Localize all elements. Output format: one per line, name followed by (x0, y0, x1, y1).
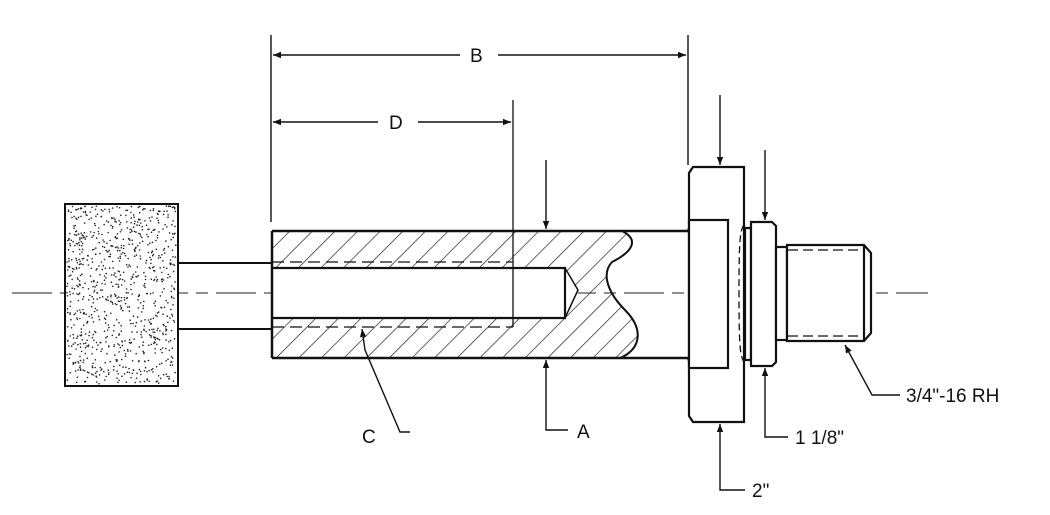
label-flange-diameter: 2" (752, 481, 769, 502)
label-a: A (577, 422, 590, 443)
grinding-wheel (64, 203, 179, 387)
threaded-end (774, 243, 873, 343)
dimension-collar-arrow-bottom (761, 368, 788, 438)
dimension-a-arrow-bottom (542, 360, 568, 431)
collar (743, 220, 778, 368)
thread-leader (844, 344, 900, 396)
label-d: D (389, 113, 403, 134)
label-thread-spec: 3/4"-16 RH (906, 386, 999, 407)
arbor-body-section (270, 219, 692, 369)
bore (272, 100, 579, 328)
label-collar-diameter: 1 1/8" (795, 428, 844, 449)
dimension-c-leader (359, 328, 410, 433)
wheel-shaft (178, 262, 272, 330)
flange (687, 165, 746, 424)
dimension-flange-arrow-bottom (716, 424, 745, 491)
label-b: B (470, 46, 483, 67)
label-c: C (362, 427, 376, 448)
